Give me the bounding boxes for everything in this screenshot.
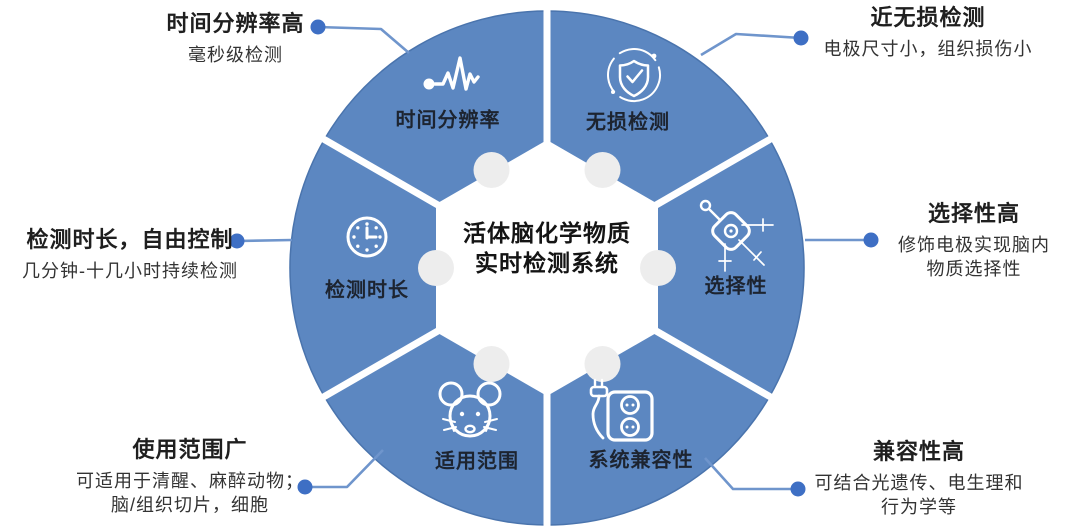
sector-label-scope: 适用范围 [435, 450, 519, 473]
callout-left-title: 检测时长，自由控制 [26, 227, 234, 252]
mouse-animal-icon [438, 381, 502, 438]
hub-node-circles [418, 152, 676, 382]
dot-left [229, 233, 245, 249]
sector-label-compatibility: 系统兼容性 [588, 449, 694, 472]
callout-bottom-left-sub: 可适用于清醒、麻醉动物； 脑/组织切片，细胞 [76, 471, 304, 515]
connector-bottom-right [704, 457, 798, 491]
sector-label-nondestructive: 无损检测 [586, 111, 670, 134]
callout-top-right-sub: 电极尺寸小，组织损伤小 [823, 39, 1033, 59]
center-title-line1: 活体脑化学物质 [463, 220, 631, 246]
callout-right: 选择性高 修饰电极实现脑内 物质选择性 [868, 200, 1080, 281]
dot-top-left [310, 19, 326, 35]
dot-bottom-right [790, 481, 806, 497]
callout-connectors [236, 25, 871, 491]
callout-top-left-title: 时间分辨率高 [166, 11, 305, 36]
dot-top-right [793, 30, 809, 46]
connector-top-left [317, 25, 410, 54]
callout-bottom-right: 兼容性高 可结合光遗传、电生理和 行为学等 [806, 438, 1032, 519]
sector-label-time-resolution: 时间分辨率 [395, 109, 501, 132]
callout-right-sub: 修饰电极实现脑内 物质选择性 [898, 235, 1050, 279]
callout-bottom-left: 使用范围广 可适用于清醒、麻醉动物； 脑/组织切片，细胞 [72, 436, 308, 517]
callout-right-title: 选择性高 [927, 201, 1020, 226]
callout-left-sub: 几分钟-十几小时持续检测 [22, 261, 238, 281]
callout-top-right-title: 近无损检测 [870, 5, 986, 30]
power-socket-plug-icon [589, 378, 654, 442]
connector-bottom-left [305, 449, 384, 489]
callout-dots [229, 19, 879, 497]
callout-bottom-left-title: 使用范围广 [132, 437, 248, 462]
clock-icon [346, 216, 388, 258]
callout-bottom-right-sub: 可结合光遗传、电生理和 行为学等 [814, 473, 1024, 517]
pulse-waveform-icon [423, 56, 480, 91]
sector-label-selectivity: 选择性 [704, 275, 768, 298]
callout-left: 检测时长，自由控制 几分钟-十几小时持续检测 [8, 226, 252, 283]
callout-top-left: 时间分辨率高 毫秒级检测 [118, 10, 353, 67]
callout-top-right: 近无损检测 电极尺寸小，组织损伤小 [812, 4, 1044, 61]
connector-left [236, 238, 293, 243]
satellite-probe-icon [699, 199, 774, 272]
callout-top-left-sub: 毫秒级检测 [188, 45, 283, 65]
sector-label-duration: 检测时长 [325, 279, 409, 302]
dot-bottom-left [297, 479, 313, 495]
connector-top-right [700, 32, 802, 57]
center-title: 活体脑化学物质 实时检测系统 [463, 218, 631, 278]
hexagon-hub [436, 140, 658, 396]
shield-check-icon [607, 48, 661, 102]
callout-bottom-right-title: 兼容性高 [872, 439, 965, 464]
center-title-line2: 实时检测系统 [475, 250, 619, 276]
dot-right [863, 232, 879, 248]
